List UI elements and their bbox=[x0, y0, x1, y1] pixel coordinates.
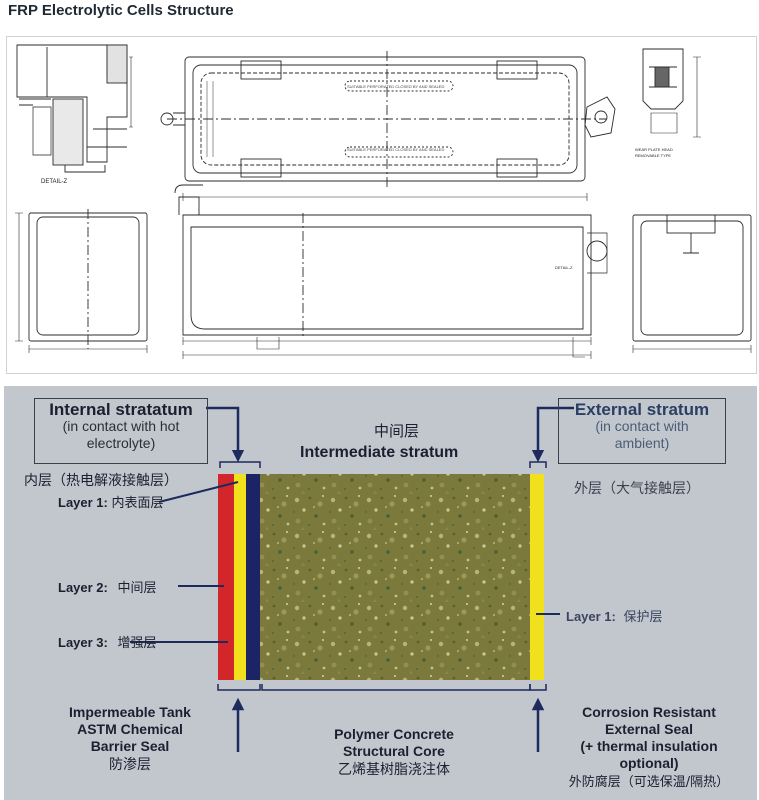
barrier-seal-line-2: ASTM Chemical bbox=[77, 721, 183, 737]
detail-z-view bbox=[16, 44, 133, 173]
internal-arrow bbox=[206, 406, 245, 463]
external-brace bbox=[529, 461, 547, 468]
plan-note-upper: SUITABLE PERFORATED CLOSED BY AND SEALED bbox=[347, 84, 445, 89]
external-stratum-cn: 外层（大气接触层） bbox=[574, 481, 700, 497]
inner-layer-1-red bbox=[218, 474, 234, 680]
internal-stratum-box: Internal stratatum (in contact with hot … bbox=[34, 398, 208, 464]
layer2-label-cn: 中间层 bbox=[117, 581, 157, 596]
layer3-label-cn: 增强层 bbox=[117, 636, 157, 651]
core-brace bbox=[261, 684, 531, 691]
layer1-label-cn: 内表面层 bbox=[111, 496, 164, 511]
left-end-view bbox=[15, 209, 148, 353]
external-arrow bbox=[531, 406, 574, 463]
external-stratum-box: External stratum (in contact with ambien… bbox=[558, 398, 726, 464]
external-seal-line-3: (+ thermal insulation bbox=[580, 738, 718, 754]
barrier-seal-line-3: Barrier Seal bbox=[90, 738, 170, 754]
drawing-svg: DETAIL-Z W bbox=[15, 44, 752, 359]
barrier-brace bbox=[217, 684, 261, 691]
layer1-leader bbox=[158, 481, 239, 503]
layer-diagram-svg bbox=[130, 406, 574, 752]
outer-layer1-label-cn: 保护层 bbox=[623, 610, 663, 625]
layer2-label: Layer 2: 中间层 bbox=[58, 577, 157, 596]
engineering-drawing: DETAIL-Z W bbox=[6, 36, 757, 374]
external-stratum-sub-2: ambient) bbox=[614, 435, 670, 451]
right-end-view bbox=[632, 214, 752, 353]
core-line-1: Polymer Concrete bbox=[334, 726, 454, 742]
polymer-concrete-core bbox=[258, 474, 530, 680]
inner-layer-3-navy bbox=[246, 474, 260, 680]
layer2-label-en: Layer 2: bbox=[58, 580, 108, 595]
plan-note-lower: SUITABLE PERFORATED CLOSED BY AND SEALED bbox=[347, 147, 445, 152]
outer-layer1-label-en: Layer 1: bbox=[566, 609, 616, 624]
section-note: DETAIL-Z bbox=[555, 265, 573, 270]
barrier-seal-cn: 防渗层 bbox=[109, 757, 151, 773]
layer-diagram: Internal stratatum (in contact with hot … bbox=[4, 386, 757, 800]
wear-plate-note-2: REMOVABLE TYPE bbox=[635, 153, 671, 158]
internal-stratum-sub-1: (in contact with hot bbox=[62, 418, 180, 434]
internal-brace bbox=[219, 461, 261, 468]
intermediate-title: Intermediate stratum bbox=[300, 444, 459, 461]
wear-plate-detail bbox=[642, 48, 701, 138]
page-title: FRP Electrolytic Cells Structure bbox=[8, 2, 234, 19]
outer-layer-yellow bbox=[530, 474, 544, 680]
layer1-label: Layer 1: 内表面层 bbox=[58, 492, 164, 511]
layer3-label: Layer 3: 增强层 bbox=[58, 632, 157, 651]
external-seal-brace bbox=[529, 684, 547, 691]
core-line-2: Structural Core bbox=[343, 743, 445, 759]
external-seal-line-4: optional) bbox=[619, 755, 679, 771]
detail-z-label: DETAIL-Z bbox=[41, 179, 68, 185]
side-elevation bbox=[174, 184, 608, 359]
external-seal-line-2: External Seal bbox=[605, 721, 693, 737]
outer-layer1-label: Layer 1: 保护层 bbox=[566, 606, 663, 625]
external-stratum-title: External stratum bbox=[574, 400, 710, 419]
core-text: Polymer Concrete Structural Core 乙烯基树脂浇注… bbox=[304, 726, 484, 779]
external-seal-line-1: Corrosion Resistant bbox=[582, 704, 716, 720]
internal-stratum-cn: 内层（热电解液接触层） bbox=[24, 473, 178, 489]
external-seal-text: Corrosion Resistant External Seal (+ the… bbox=[544, 704, 754, 791]
barrier-seal-line-1: Impermeable Tank bbox=[69, 704, 191, 720]
external-seal-cn: 外防腐层（可选保温/隔热） bbox=[568, 775, 730, 790]
layer3-label-en: Layer 3: bbox=[58, 635, 108, 650]
inner-layer-2-yellow bbox=[234, 474, 246, 680]
internal-stratum-sub-2: electrolyte) bbox=[86, 435, 156, 451]
core-cn: 乙烯基树脂浇注体 bbox=[338, 762, 450, 778]
wear-plate-note-1: WEAR PLATE HEAD bbox=[635, 147, 673, 152]
external-stratum-sub-1: (in contact with bbox=[595, 418, 689, 434]
barrier-seal-text: Impermeable Tank ASTM Chemical Barrier S… bbox=[50, 704, 210, 774]
intermediate-cn: 中间层 bbox=[374, 422, 420, 440]
internal-stratum-title: Internal stratatum bbox=[49, 400, 193, 419]
plan-view bbox=[160, 51, 616, 201]
layer1-label-en: Layer 1: bbox=[58, 495, 108, 510]
